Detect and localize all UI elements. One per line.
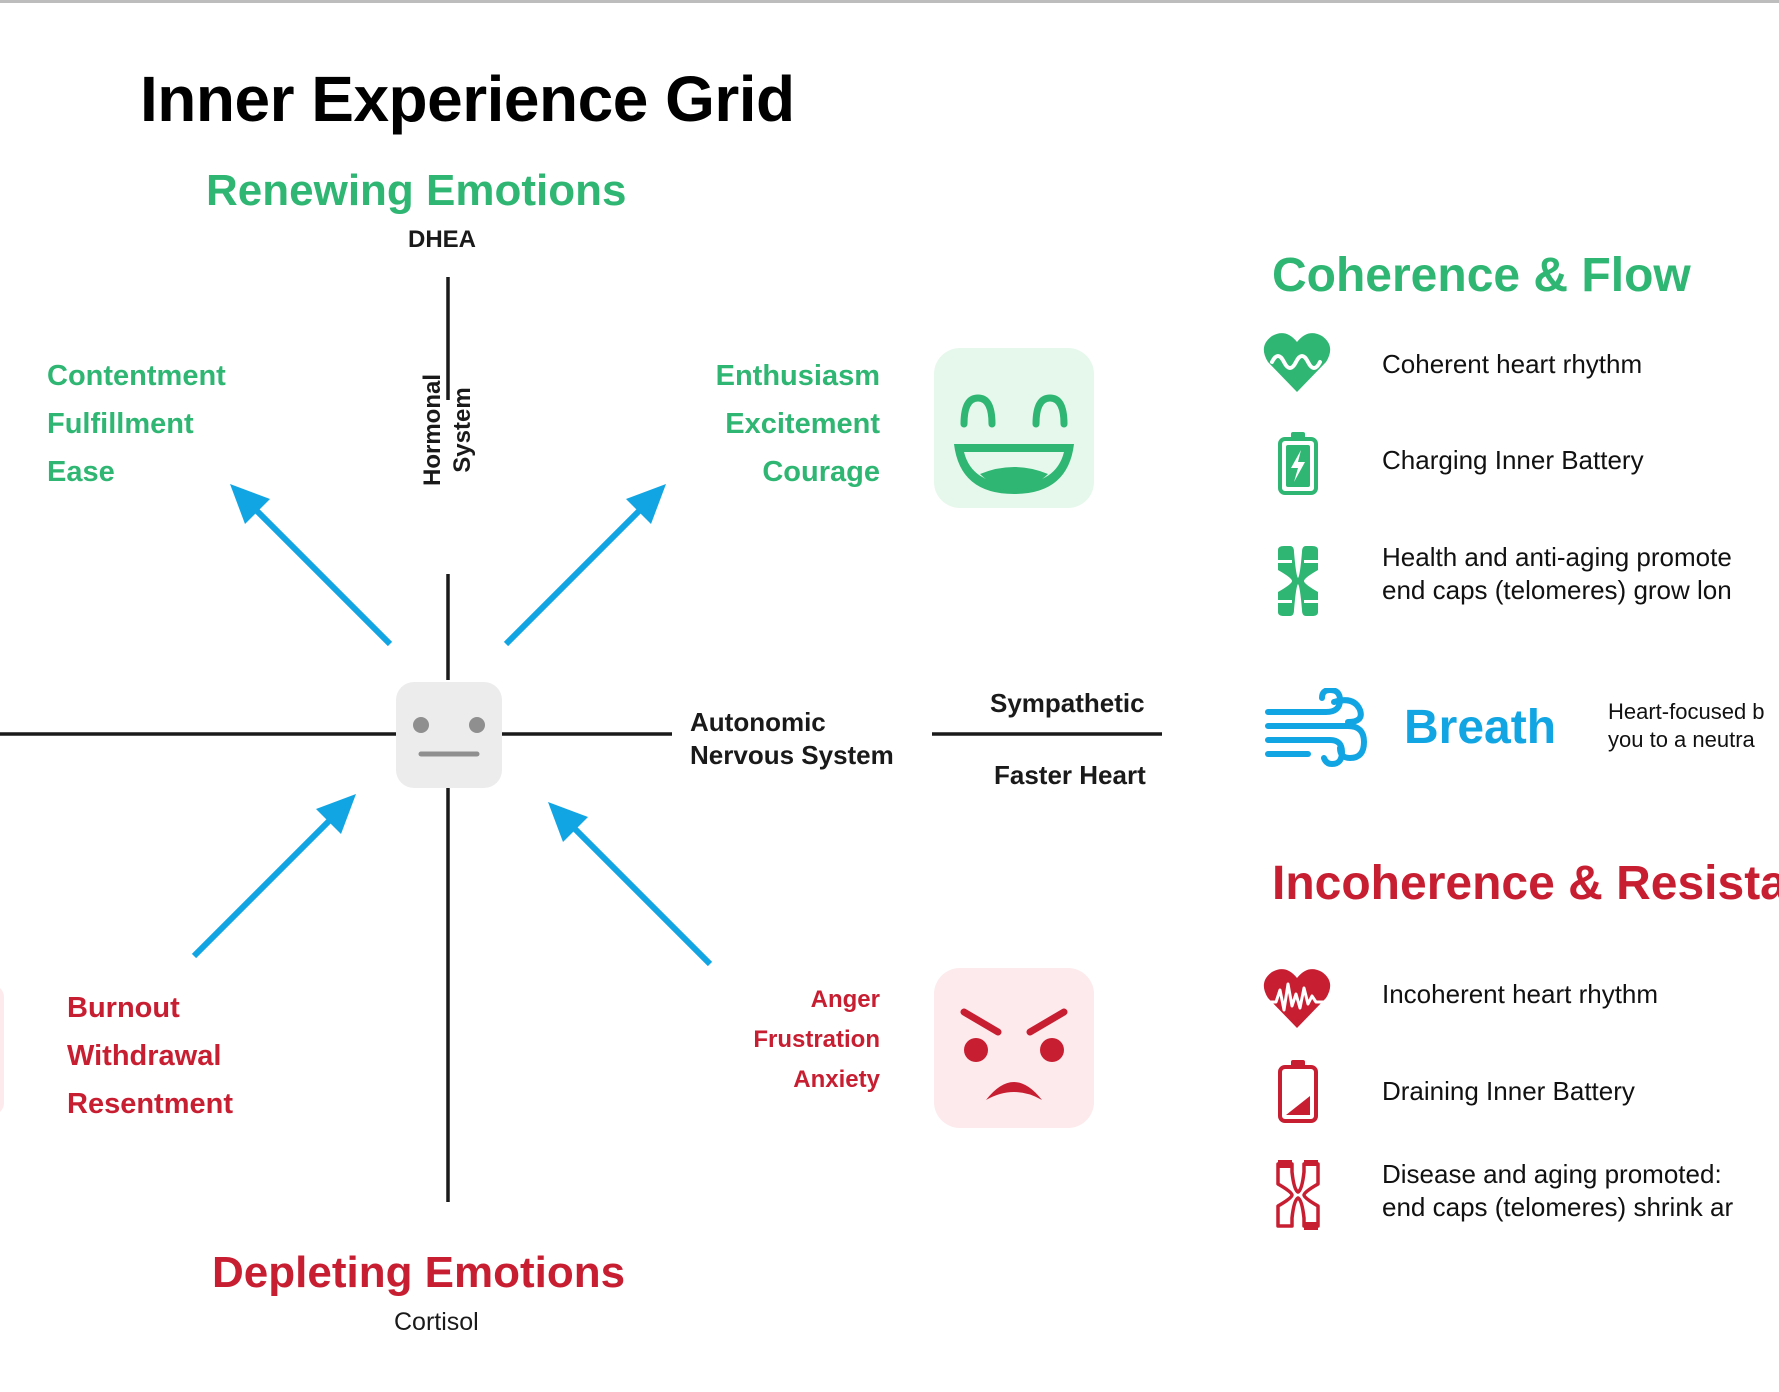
emotion-resentment: Resentment	[67, 1088, 233, 1120]
autonomic-nervous-system-label: Autonomic Nervous System	[690, 706, 894, 772]
arrow-bottom-left	[191, 794, 356, 959]
sympathetic-label: Sympathetic	[990, 688, 1145, 718]
cortisol-label: Cortisol	[394, 1308, 479, 1336]
neutral-face-icon	[396, 682, 502, 788]
emotion-courage: Courage	[762, 456, 880, 488]
dhea-label: DHEA	[408, 226, 477, 253]
hormonal-label-line-2: System	[449, 387, 476, 473]
healthy-chromosome-line-2: end caps (telomeres) grow lon	[1382, 575, 1732, 605]
damaged-chromosome-line-1: Disease and aging promoted:	[1382, 1159, 1722, 1189]
emotion-ease: Ease	[47, 456, 115, 488]
breath-line-1: Heart-focused b	[1608, 699, 1765, 724]
ans-line-1: Autonomic	[690, 707, 826, 737]
top-left-emotions: Contentment Fulfillment Ease	[47, 352, 226, 496]
charging-battery-text: Charging Inner Battery	[1382, 445, 1644, 475]
healthy-chromosome-text: Health and anti-aging promote end caps (…	[1382, 541, 1732, 607]
arrow-bottom-right	[548, 802, 713, 967]
top-border	[0, 0, 1779, 3]
emotion-withdrawal: Withdrawal	[67, 1040, 222, 1072]
depleting-emotions-heading: Depleting Emotions	[212, 1248, 626, 1297]
emotion-enthusiasm: Enthusiasm	[715, 360, 880, 392]
top-right-emotions: Enthusiasm Excitement Courage	[660, 352, 880, 496]
renewing-emotions-heading: Renewing Emotions	[206, 166, 627, 215]
wind-icon	[1265, 688, 1368, 768]
damaged-chromosome-icon	[1276, 1160, 1320, 1230]
angry-face-icon	[934, 968, 1094, 1128]
faster-heart-label: Faster Heart	[994, 760, 1146, 790]
emotion-burnout: Burnout	[67, 992, 180, 1024]
arrow-top-left	[230, 484, 393, 647]
coherent-heart-icon	[1263, 333, 1331, 392]
emotion-excitement: Excitement	[725, 408, 880, 440]
emotion-fulfillment: Fulfillment	[47, 408, 194, 440]
bottom-right-emotions: Anger Frustration Anxiety	[700, 980, 880, 1100]
bottom-left-emotions: Burnout Withdrawal Resentment	[67, 984, 233, 1128]
charging-battery-icon	[1278, 432, 1318, 495]
incoherence-resistance-heading: Incoherence & Resista	[1272, 857, 1779, 910]
healthy-chromosome-icon	[1278, 546, 1318, 616]
breath-label: Breath	[1404, 701, 1557, 754]
draining-battery-text: Draining Inner Battery	[1382, 1076, 1635, 1106]
damaged-chromosome-text: Disease and aging promoted: end caps (te…	[1382, 1158, 1733, 1224]
coherence-flow-heading: Coherence & Flow	[1272, 249, 1691, 302]
happy-face-icon	[934, 348, 1094, 508]
incoherent-heart-text: Incoherent heart rhythm	[1382, 979, 1659, 1009]
emotion-frustration: Frustration	[753, 1026, 880, 1053]
coherent-heart-text: Coherent heart rhythm	[1382, 349, 1643, 379]
hormonal-label-line-1: Hormonal	[419, 373, 446, 487]
offscreen-face-tile	[0, 985, 4, 1115]
breath-line-2: you to a neutra	[1608, 727, 1755, 752]
draining-battery-icon	[1278, 1060, 1318, 1123]
emotion-contentment: Contentment	[47, 360, 226, 392]
ans-line-2: Nervous System	[690, 740, 894, 770]
emotion-anger: Anger	[810, 986, 880, 1013]
breath-description: Heart-focused b you to a neutra	[1608, 698, 1765, 754]
page-title: Inner Experience Grid	[140, 63, 795, 135]
healthy-chromosome-line-1: Health and anti-aging promote	[1382, 542, 1732, 572]
emotion-anxiety: Anxiety	[793, 1066, 880, 1093]
incoherent-heart-icon	[1263, 969, 1331, 1028]
damaged-chromosome-line-2: end caps (telomeres) shrink ar	[1382, 1192, 1734, 1222]
arrow-top-right	[503, 484, 666, 647]
